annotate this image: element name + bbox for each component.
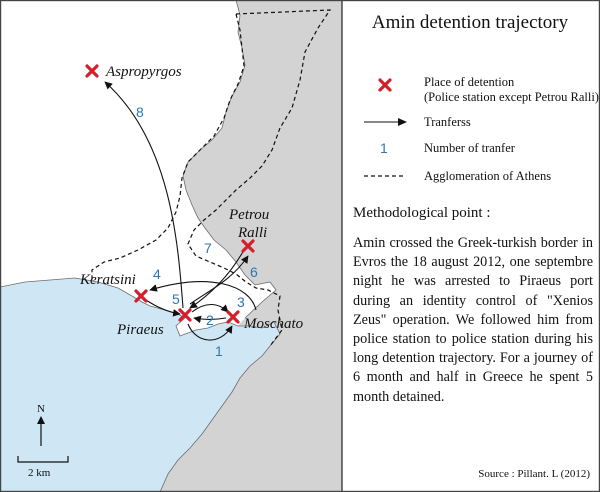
legend-detention-label: Place of detention (Police station excep… <box>424 75 600 105</box>
transfer-arrow-4 <box>149 281 257 311</box>
methodology-heading: Methodological point : <box>353 205 491 221</box>
legend-detention-label-line1: Place of detention <box>424 75 515 89</box>
transfer-arrow-1 <box>187 323 233 341</box>
transfer-arrow-3 <box>191 303 229 313</box>
legend-agglomeration-label: Agglomeration of Athens <box>424 169 552 183</box>
transfer-number-4: 4 <box>153 266 161 282</box>
map-title: Amin detention trajectory <box>371 12 569 33</box>
legend-transfer-arrow-icon <box>364 118 407 126</box>
detention-cross-keratsini <box>134 289 148 303</box>
place-label-petrou: Petrou <box>228 207 269 223</box>
transfer-number-5: 5 <box>172 291 180 307</box>
place-label-aspropyrgos: Aspropyrgos <box>105 64 182 80</box>
transfer-arrow-8 <box>104 81 184 309</box>
legend-detention-label-line2: (Police station except Petrou Ralli) <box>424 90 599 104</box>
scale-label: 2 km <box>28 467 51 479</box>
transfer-arrow-5 <box>145 299 181 317</box>
place-label-piraeus: Piraeus <box>116 322 164 338</box>
detention-cross-aspropyrgos <box>85 64 99 78</box>
sea-area <box>0 278 280 492</box>
detention-cross-piraeus <box>178 308 192 322</box>
land-border <box>182 0 277 319</box>
transfer-arrow-2 <box>193 315 227 324</box>
methodology-body: Amin crossed the Greek-turkish border in… <box>353 235 593 405</box>
legend-detention-cross-icon <box>378 78 392 92</box>
detention-cross-petrou-ralli <box>241 239 255 253</box>
place-label-ralli: Ralli <box>237 225 267 241</box>
agglomeration-boundary <box>187 9 332 347</box>
north-label: N <box>37 403 45 415</box>
transfer-number-2: 2 <box>206 312 214 328</box>
detention-cross-moschato <box>226 310 240 324</box>
place-label-keratsini: Keratsini <box>79 272 136 288</box>
scale-bar: 2 km <box>17 456 69 479</box>
agglomeration-boundary-west <box>91 13 245 282</box>
transfer-arrow-7 <box>189 249 245 309</box>
transfer-number-6: 6 <box>250 264 258 280</box>
legend-transfer-label: Tranferss <box>424 115 471 129</box>
transfer-number-8: 8 <box>136 104 144 120</box>
source-credit: Source : Pillant. L (2012) <box>478 468 590 480</box>
transfer-number-1: 1 <box>215 343 223 359</box>
transfer-number-3: 3 <box>237 294 245 310</box>
legend-transfer-number-label: Number of tranfer <box>424 141 515 155</box>
north-arrow: N <box>37 403 45 446</box>
place-label-moschato: Moschato <box>243 316 304 332</box>
transfer-number-7: 7 <box>204 240 212 256</box>
legend-transfer-number-symbol: 1 <box>380 140 388 156</box>
land-area <box>0 0 342 492</box>
